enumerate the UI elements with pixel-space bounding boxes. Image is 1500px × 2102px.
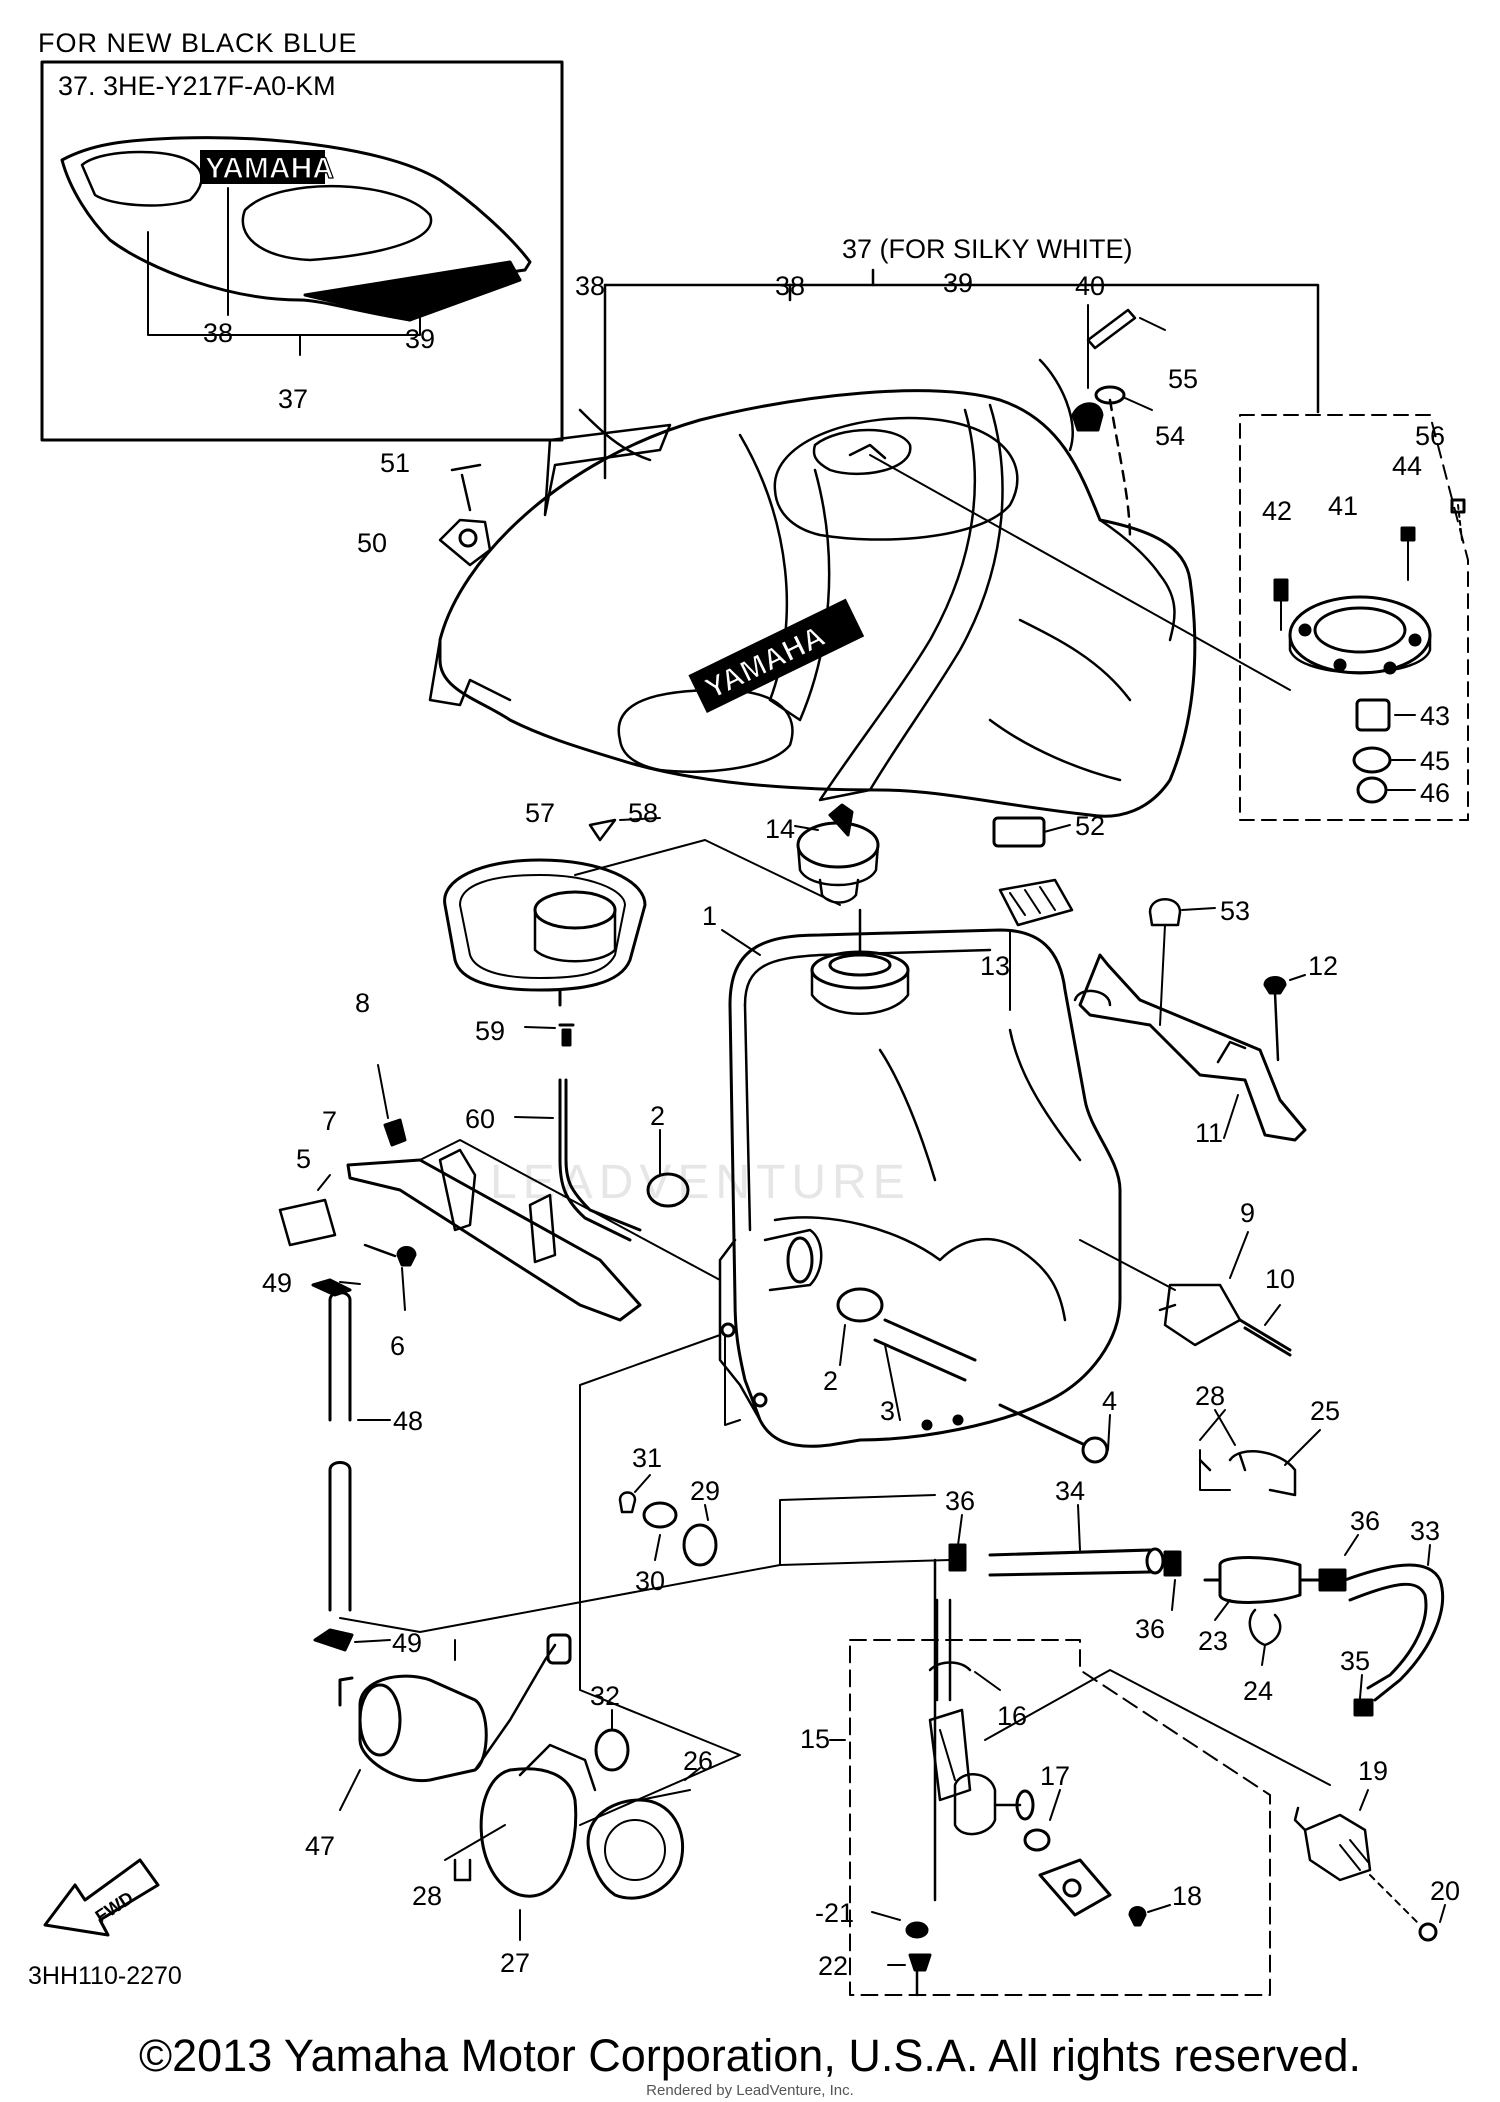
callout-30: 30: [635, 1566, 665, 1596]
callout-32: 32: [590, 1681, 620, 1711]
callout-2b: 2: [823, 1366, 838, 1396]
callout-60: 60: [465, 1104, 495, 1134]
callout-55: 55: [1168, 364, 1198, 394]
callout-31: 31: [632, 1443, 662, 1473]
callout-54: 54: [1155, 421, 1185, 451]
callout-5: 5: [296, 1144, 311, 1174]
callout-36b: 36: [1135, 1614, 1165, 1644]
callout-8: 8: [355, 988, 370, 1018]
callout-28a: 28: [1195, 1381, 1225, 1411]
callout-19: 19: [1358, 1756, 1388, 1786]
tank-logo-decal: YAMAHA: [688, 598, 865, 714]
fuel-tank: [574, 839, 1176, 1448]
callout-20: 20: [1430, 1876, 1460, 1906]
inset-logo-text: YAMAHA: [205, 152, 334, 185]
callout-51: 51: [380, 448, 410, 478]
callout-43: 43: [1420, 701, 1450, 731]
callout-34: 34: [1055, 1476, 1085, 1506]
bracket-11: [1073, 953, 1307, 1142]
callout-23: 23: [1198, 1626, 1228, 1656]
fwd-label: FWD: [92, 1887, 137, 1926]
callout-41: 41: [1328, 491, 1358, 521]
callout-1: 1: [702, 901, 717, 931]
seal-tray: [443, 817, 661, 1242]
callout-4: 4: [1102, 1386, 1117, 1416]
copyright-notice: ©2013 Yamaha Motor Corporation, U.S.A. A…: [138, 2030, 1362, 2081]
inset-label-37: 37: [278, 384, 308, 414]
callout-40: 40: [1075, 271, 1105, 301]
callout-48: 48: [393, 1406, 423, 1436]
callout-3: 3: [880, 1396, 895, 1426]
callout-9: 9: [1240, 1198, 1255, 1228]
callout-45: 45: [1420, 746, 1450, 776]
callout-21: -21: [815, 1898, 854, 1928]
drawing-code: 3HH110-2270: [28, 1962, 182, 1990]
inset-header: FOR NEW BLACK BLUE: [38, 28, 358, 58]
callout-labels: 1 2 2 3 4 5 6 7 8 9 10 11 12 13 14 15 16…: [262, 268, 1460, 1981]
callout-6: 6: [390, 1331, 405, 1361]
callout-46: 46: [1420, 778, 1450, 808]
callout-16: 16: [997, 1701, 1027, 1731]
fuel-cock-group: [829, 1558, 1331, 1997]
callout-29: 29: [690, 1476, 720, 1506]
callout-59: 59: [475, 1016, 505, 1046]
callout-22: 22: [818, 1951, 848, 1981]
callout-11: 11: [1195, 1118, 1223, 1148]
callout-10: 10: [1265, 1264, 1295, 1294]
group-label-37: 37 (FOR SILKY WHITE): [842, 234, 1133, 264]
fwd-arrow: FWD: [43, 1858, 160, 1937]
callout-52: 52: [1075, 811, 1105, 841]
callout-33: 33: [1410, 1516, 1440, 1546]
switch-19: [1293, 1789, 1446, 1942]
callout-17: 17: [1040, 1761, 1070, 1791]
inset-label-39: 39: [405, 324, 435, 354]
callout-57: 57: [525, 798, 555, 828]
cap-assembly-box: [1239, 414, 1469, 821]
callout-47: 47: [305, 1831, 335, 1861]
inset-label-38: 38: [203, 318, 233, 348]
callout-18: 18: [1172, 1881, 1202, 1911]
callout-44: 44: [1392, 451, 1422, 481]
inset-logo-decal: [200, 150, 325, 184]
upper-small-parts: [438, 304, 1306, 1062]
inset-part-line: 37. 3HE-Y217F-A0-KM: [58, 71, 336, 101]
callout-42: 42: [1262, 496, 1292, 526]
callout-15: 15: [800, 1724, 830, 1754]
callout-14: 14: [765, 814, 795, 844]
rendered-by-note: Rendered by LeadVenture, Inc.: [646, 2082, 854, 2099]
inset-panel: FOR NEW BLACK BLUE 37. 3HE-Y217F-A0-KM Y…: [38, 28, 564, 442]
callout-27: 27: [500, 1948, 530, 1978]
callout-38b: 38: [775, 271, 805, 301]
callout-24: 24: [1243, 1676, 1273, 1706]
callout-26: 26: [683, 1746, 713, 1776]
callout-7: 7: [322, 1106, 337, 1136]
fuel-pump-group: [338, 1334, 936, 1941]
callout-36a: 36: [945, 1486, 975, 1516]
callout-56: 56: [1415, 421, 1445, 451]
callout-2a: 2: [650, 1101, 665, 1131]
callout-38a: 38: [575, 271, 605, 301]
callout-50: 50: [357, 528, 387, 558]
callout-35: 35: [1340, 1646, 1370, 1676]
callout-28b: 28: [412, 1881, 442, 1911]
callout-49b: 49: [392, 1628, 422, 1658]
callout-39: 39: [943, 268, 973, 298]
left-brackets: [278, 1064, 721, 1652]
callout-12: 12: [1308, 951, 1338, 981]
callout-49a: 49: [262, 1268, 292, 1298]
callout-36c: 36: [1350, 1506, 1380, 1536]
callout-58: 58: [628, 798, 658, 828]
callout-53: 53: [1220, 896, 1250, 926]
right-small-parts: [646, 1129, 1445, 1717]
callout-13: 13: [980, 951, 1010, 981]
callout-25: 25: [1310, 1396, 1340, 1426]
